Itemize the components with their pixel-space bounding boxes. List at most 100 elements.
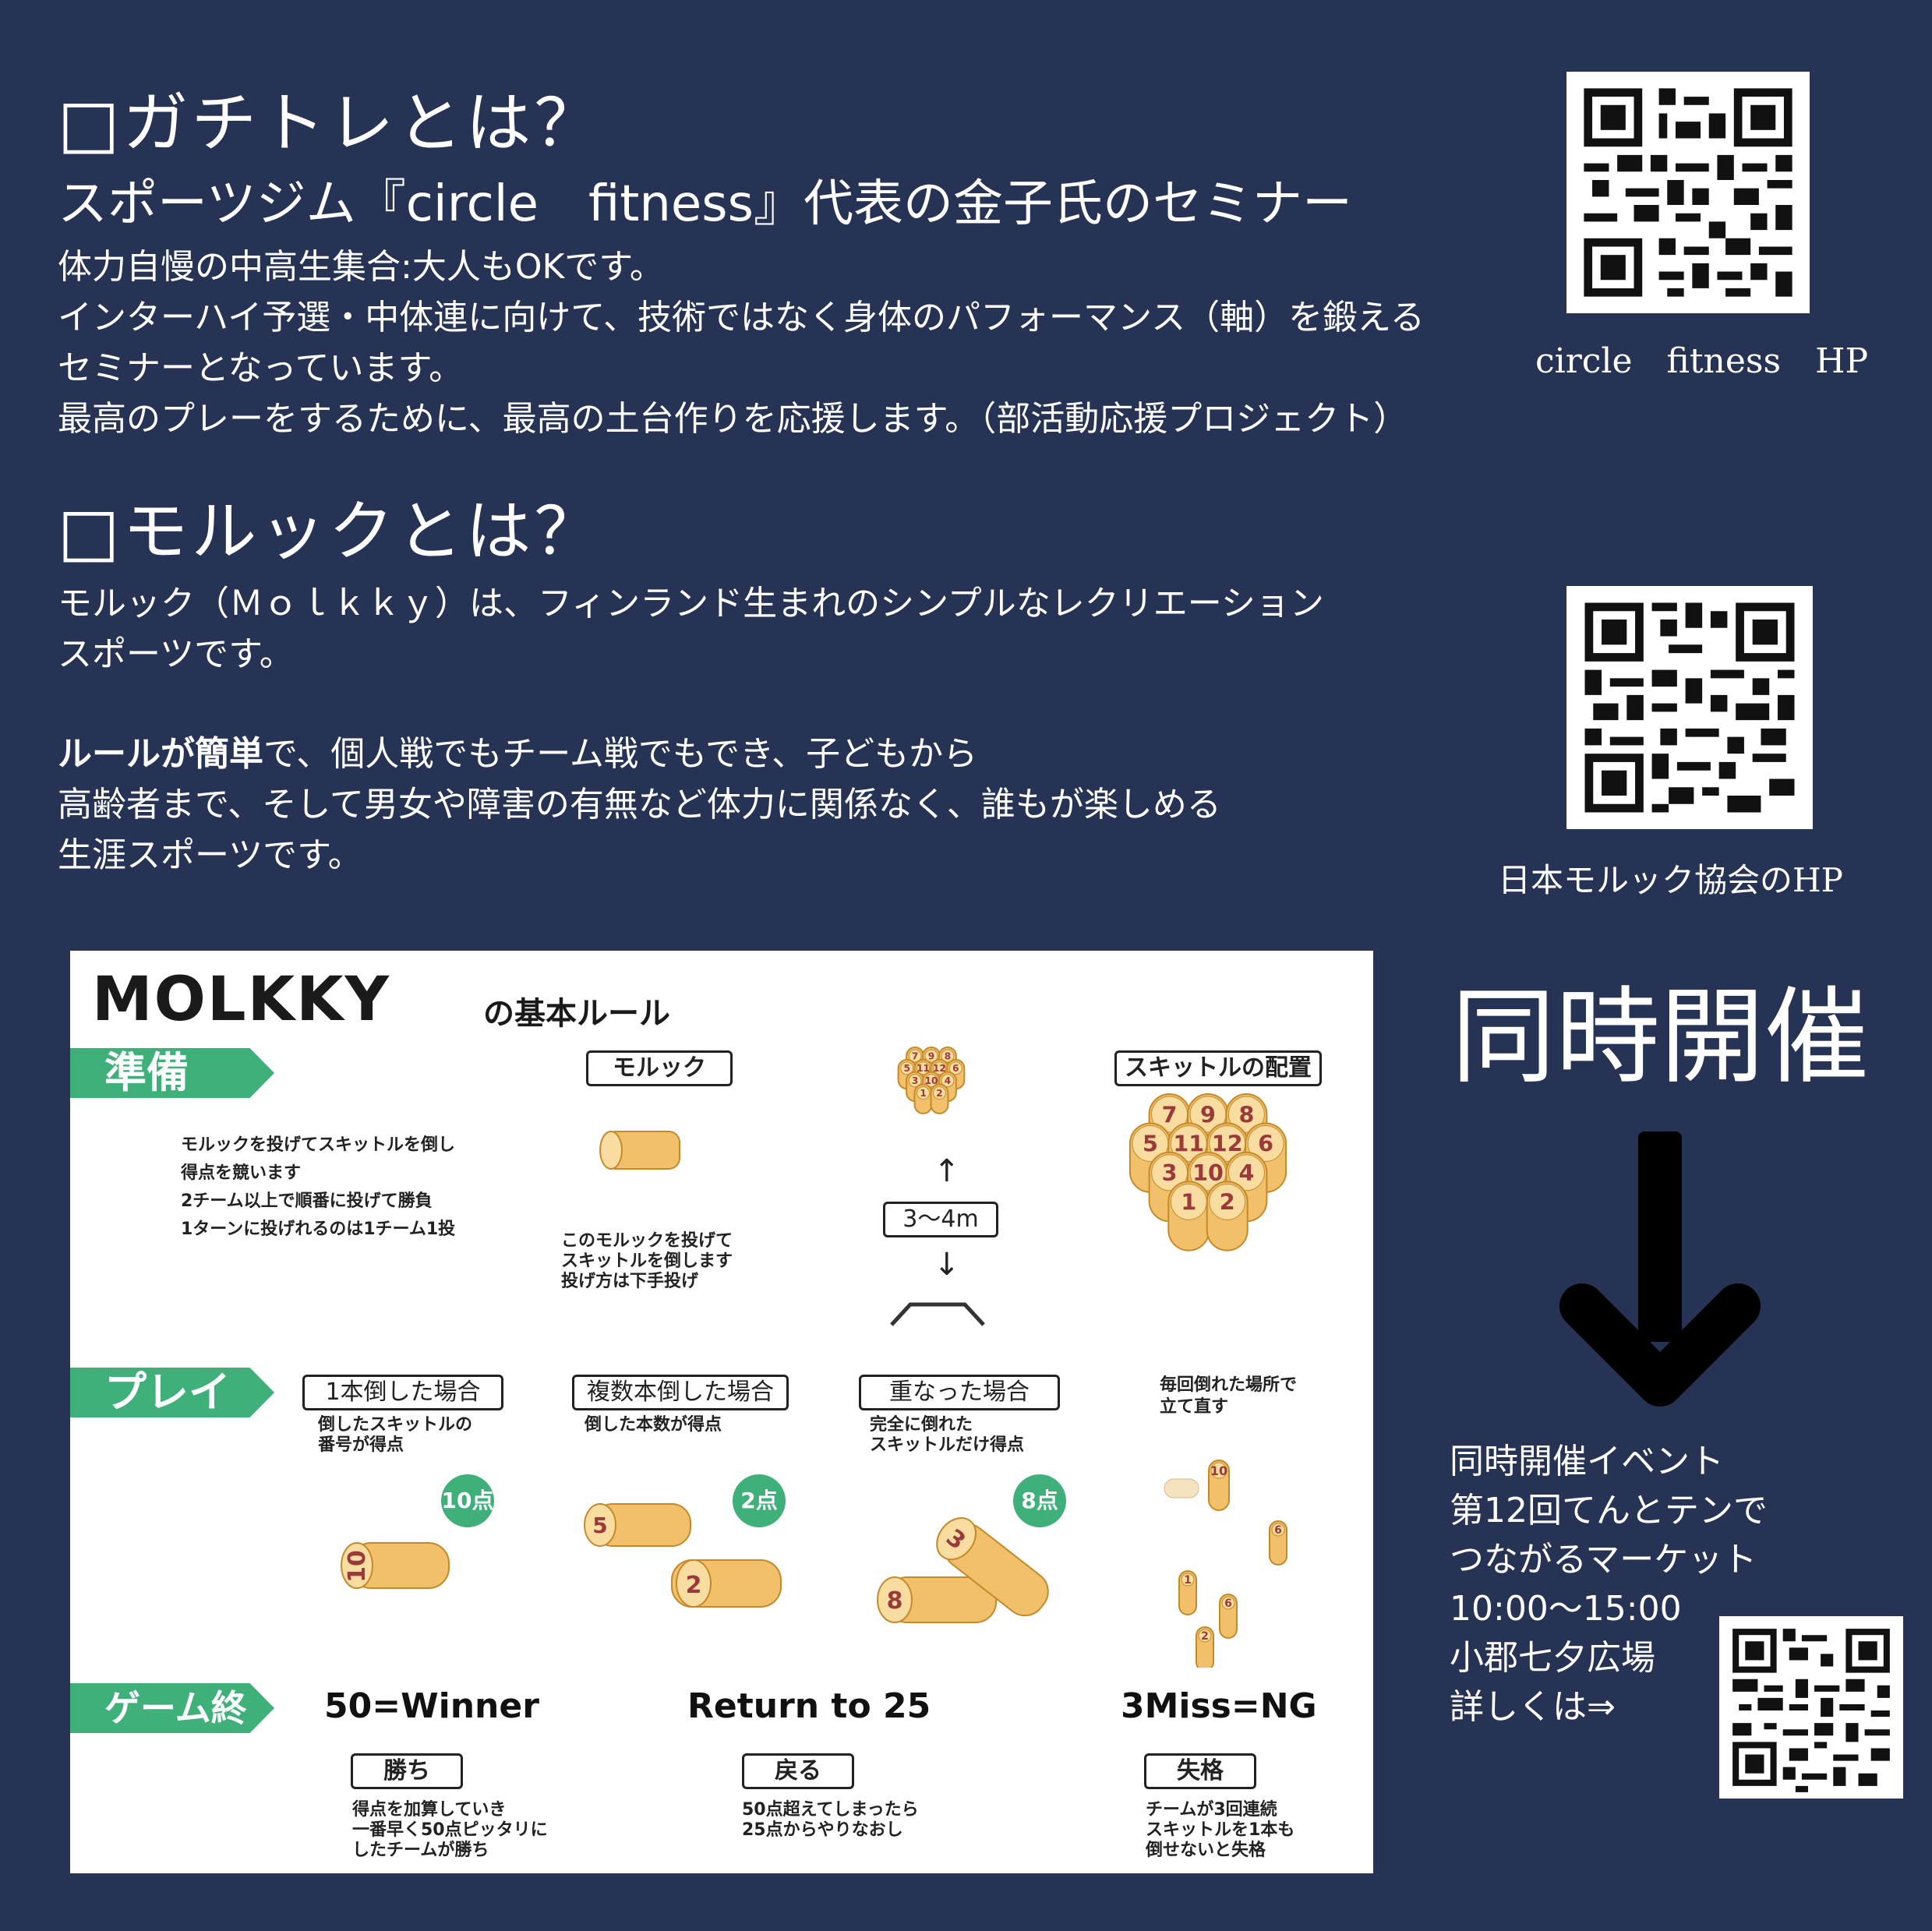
reset-pin: 1 — [1178, 1570, 1197, 1615]
qr-code-icon — [1584, 88, 1792, 297]
svg-text:11: 11 — [917, 1063, 930, 1074]
miss-desc: チームが3回連続スキットルを1本も倒せないと失格 — [1146, 1800, 1295, 1860]
band-play: プレイ — [70, 1368, 274, 1417]
molkky-line: 高齢者まで、そして男女や障害の有無など体力に関係なく、誰もが楽しめる — [58, 785, 1221, 824]
gachitore-subheading: スポーツジム『circle fitness』代表の金子氏のセミナー — [58, 175, 1352, 233]
svg-text:3: 3 — [1162, 1160, 1178, 1186]
molkky-desc: このモルックを投げてスキットルを倒します投げ方は下手投げ — [561, 1231, 733, 1291]
molkky-label: モルック — [586, 1050, 733, 1086]
qr-code-icon — [1584, 602, 1795, 813]
pin-big: 1 — [1167, 1181, 1210, 1251]
qr-code-icon — [1732, 1629, 1890, 1792]
miss-label: 失格 — [1144, 1753, 1256, 1789]
arrow-down-icon: ↓ — [934, 1247, 960, 1283]
reset-pin: 6 — [1219, 1594, 1238, 1639]
return-label: 戻る — [742, 1753, 854, 1789]
case3-label: 重なった場合 — [859, 1375, 1060, 1410]
case1-pin-icon: 10 — [341, 1542, 450, 1589]
pin-small: 1 — [913, 1083, 933, 1114]
svg-text:12: 12 — [1212, 1131, 1243, 1157]
svg-text:9: 9 — [1200, 1101, 1216, 1128]
molkky-rules-panel: MOLKKY の基本ルール 準備 モルックを投げてスキットルを倒し得点を競います… — [70, 951, 1373, 1873]
case2-points-badge: 2点 — [733, 1474, 786, 1527]
case2-pin-a: 5 — [592, 1513, 607, 1538]
case2-pin-b: 2 — [686, 1572, 702, 1599]
svg-text:5: 5 — [903, 1063, 909, 1074]
win-title: 50=Winner — [324, 1686, 539, 1726]
gachitore-line: インターハイ予選・中体連に向けて、技術ではなく身体のパフォーマンス（軸）を鍛える — [58, 298, 1425, 337]
rules-logo-suffix: の基本ルール — [483, 996, 670, 1032]
molkky-logo: MOLKKY — [92, 965, 390, 1035]
event-line: 詳しくは⇒ — [1450, 1687, 1616, 1727]
molkky-association-qr-caption: 日本モルック協会のHP — [1498, 861, 1843, 899]
svg-text:10: 10 — [925, 1075, 938, 1086]
event-info: 同時開催イベント 第12回てんとテンで つながるマーケット 10:00〜15:0… — [1450, 1437, 1768, 1732]
svg-text:2: 2 — [1201, 1630, 1209, 1643]
event-line: つながるマーケット — [1450, 1540, 1757, 1580]
reset-pin: 2 — [1196, 1626, 1214, 1668]
svg-text:7: 7 — [1162, 1101, 1178, 1128]
event-heading: 同時開催 — [1451, 976, 1870, 1098]
throw-line-icon — [890, 1302, 985, 1326]
fallen-pin — [1164, 1478, 1199, 1499]
market-event-qr-code[interactable] — [1719, 1616, 1903, 1799]
case1-desc: 倒したスキットルの番号が得点 — [318, 1415, 473, 1455]
case1-pin-number: 10 — [344, 1550, 371, 1583]
event-line: 第12回てんとテンで — [1450, 1491, 1768, 1530]
pin-small: 2 — [930, 1083, 949, 1114]
case2-label: 複数本倒した場合 — [572, 1375, 789, 1410]
molkky-line: 生涯スポーツです。 — [58, 835, 362, 875]
svg-text:3: 3 — [912, 1075, 918, 1086]
molkky-association-qr-code[interactable] — [1566, 586, 1813, 829]
molkky-line: スポーツです。 — [58, 634, 294, 674]
case3-pin-a: 8 — [887, 1587, 903, 1615]
distance-label: 3〜4m — [883, 1202, 998, 1237]
svg-text:12: 12 — [933, 1063, 946, 1074]
svg-text:2: 2 — [1220, 1189, 1235, 1216]
molkky-line-rest: で、個人戦でもチーム戦でもでき、子どもから — [263, 734, 978, 774]
svg-text:5: 5 — [1143, 1131, 1158, 1157]
arrow-up-icon: ↑ — [934, 1153, 960, 1189]
molkky-bold-phrase: ルールが簡単 — [58, 734, 263, 774]
molkky-line-rules: ルールが簡単で、個人戦でもチーム戦でもでき、子どもから — [58, 729, 977, 779]
pin-big: 2 — [1206, 1181, 1249, 1251]
event-line: 小郡七夕広場 — [1450, 1638, 1655, 1678]
svg-text:6: 6 — [952, 1063, 959, 1074]
gachitore-line: セミナーとなっています。 — [58, 348, 464, 388]
band-game-end: ゲーム終了 — [70, 1683, 274, 1733]
molkky-line: モルック（Ｍｏｌｋｋｙ）は、フィンランド生まれのシンプルなレクリエーション — [58, 584, 1324, 623]
case3-desc: 完全に倒れたスキットルだけ得点 — [870, 1415, 1025, 1455]
svg-text:10: 10 — [1210, 1463, 1227, 1478]
case1-label: 1本倒した場合 — [302, 1375, 503, 1410]
svg-text:1: 1 — [920, 1088, 926, 1099]
layout-label: スキットルの配置 — [1114, 1050, 1322, 1086]
svg-text:11: 11 — [1173, 1131, 1204, 1157]
svg-text:1: 1 — [1184, 1574, 1192, 1587]
circle-fitness-qr-caption: circle fitness HP — [1535, 341, 1869, 381]
gachitore-heading: □ガチトレとは？ — [58, 85, 603, 161]
svg-text:1: 1 — [1181, 1189, 1196, 1216]
event-line: 10:00〜15:00 — [1450, 1589, 1682, 1629]
event-line: 同時開催イベント — [1450, 1442, 1724, 1481]
svg-text:8: 8 — [945, 1050, 951, 1061]
svg-text:8: 8 — [1238, 1101, 1254, 1128]
gachitore-line: 最高のプレーをするために、最高の土台作りを応援します。（部活動応援プロジェクト） — [58, 399, 1408, 439]
reset-pin: 10 — [1208, 1460, 1230, 1511]
svg-text:4: 4 — [1238, 1160, 1254, 1186]
case3-pins-icon: 8 3 — [877, 1517, 1049, 1623]
win-desc: 得点を加算していき一番早く50点ピッタリにしたチームが勝ち — [352, 1800, 548, 1860]
case1-points-badge: 10点 — [441, 1474, 494, 1527]
molkky-heading: □モルックとは？ — [58, 493, 603, 570]
gachitore-line: 体力自慢の中高生集合:大人もOKです。 — [58, 247, 664, 287]
win-label: 勝ち — [351, 1753, 463, 1789]
svg-text:9: 9 — [928, 1050, 934, 1061]
svg-text:7: 7 — [912, 1050, 918, 1061]
svg-text:10: 10 — [1192, 1160, 1224, 1186]
band-prep: 準備 — [70, 1048, 274, 1098]
circle-fitness-qr-code[interactable] — [1566, 72, 1810, 313]
case4-desc: 毎回倒れた場所で立て直す — [1160, 1375, 1298, 1417]
